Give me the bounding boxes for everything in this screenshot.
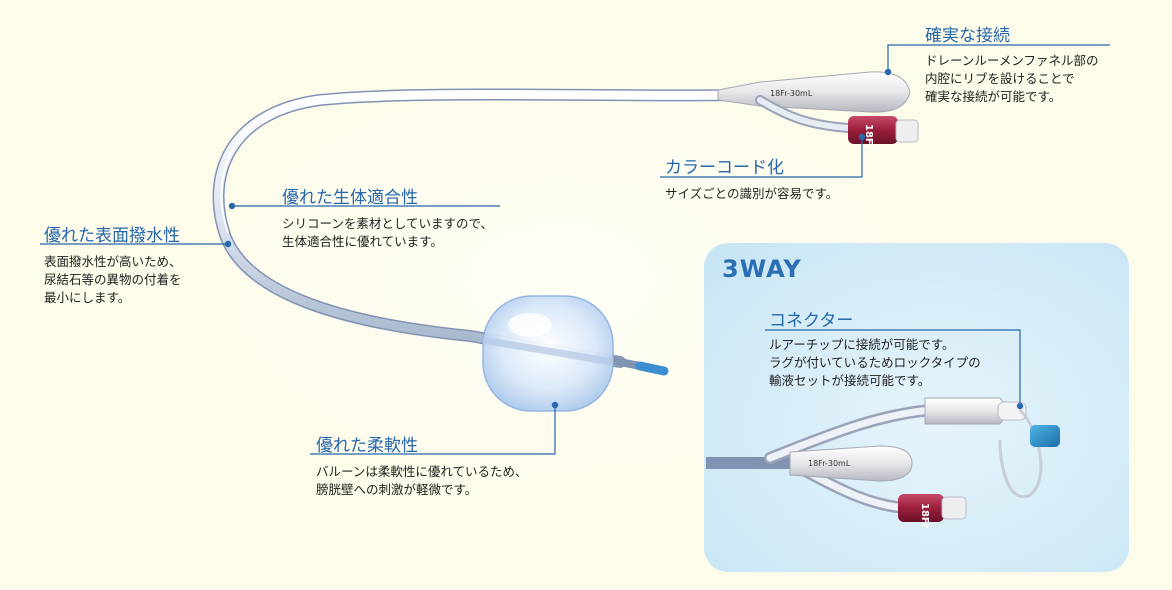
annotation-connector-title: コネクター xyxy=(769,311,854,331)
drain-funnel: 18Fr-30mL xyxy=(717,71,911,113)
main-valve-label: 18Fr xyxy=(863,124,874,149)
main-catheter: 18Fr-30mL 18Fr xyxy=(212,71,919,412)
leader-dots xyxy=(224,68,1024,410)
threeway-funnel-label: 18Fr-30mL xyxy=(808,459,851,468)
threeway-connector xyxy=(924,397,1060,499)
main-valve: 18Fr xyxy=(848,116,919,149)
leader-connector xyxy=(765,329,1021,406)
annotation-flexibility-body: バルーンは柔軟性に優れているため、 膀胱壁への刺激が軽微です。 xyxy=(316,464,528,497)
leader-lines xyxy=(40,44,1110,455)
leader-flexibility xyxy=(310,405,556,455)
annotation-connector-body: ルアーチップに接続が可能です。 ラグが付いているためロックタイプの 輸液セットが… xyxy=(769,337,981,388)
annotation-connection-body: ドレーンルーメンファネル部の 内腔にリブを設けることで 確実な接続が可能です。 xyxy=(925,53,1099,104)
leader-connection xyxy=(887,44,1110,72)
annotation-flexibility-title: 優れた柔軟性 xyxy=(316,436,418,456)
annotation-biocompat-body: シリコーンを素材としていますので、 生体適合性に優れています。 xyxy=(282,216,494,249)
threeway-valve: 18Fr xyxy=(898,494,967,528)
threeway-catheter: 18Fr-30mL 18Fr xyxy=(706,397,1060,528)
annotation-connection-title: 確実な接続 xyxy=(925,26,1010,46)
annotation-water-repellent-body: 表面撥水性が高いため、 尿結石等の異物の付着を 最小にします。 xyxy=(44,254,182,305)
annotation-biocompat-title: 優れた生体適合性 xyxy=(282,188,418,208)
annotation-color-code-body: サイズごとの識別が容易です。 xyxy=(665,186,839,201)
threeway-funnel: 18Fr-30mL xyxy=(789,445,913,482)
main-funnel-label: 18Fr-30mL xyxy=(770,89,813,98)
annotation-color-code-title: カラーコード化 xyxy=(665,158,784,178)
threeway-valve-label: 18Fr xyxy=(919,503,930,528)
luer-cap xyxy=(1030,425,1060,447)
leader-color-code xyxy=(660,137,863,178)
annotation-water-repellent-title: 優れた表面撥水性 xyxy=(44,226,180,246)
threeway-panel-title: 3WAY xyxy=(722,255,802,283)
